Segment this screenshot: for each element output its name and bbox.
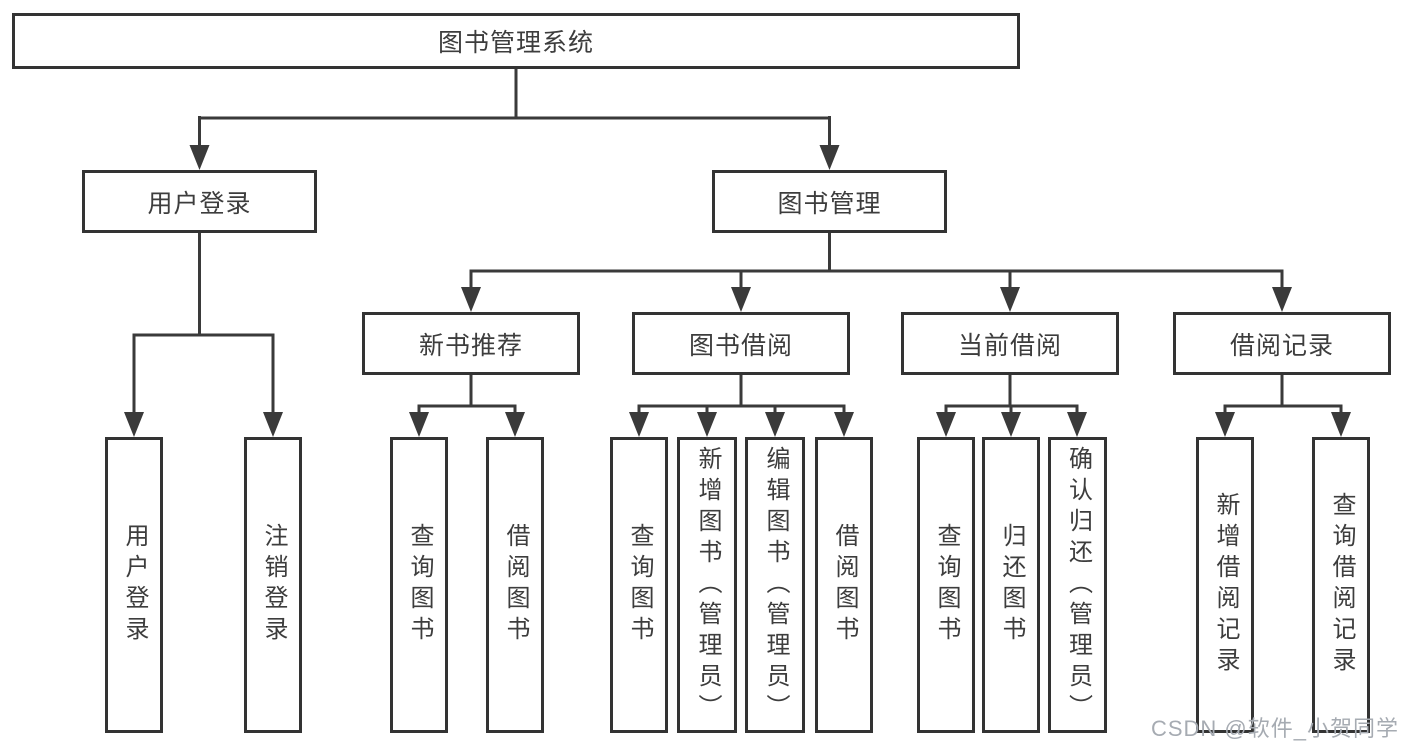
node-book-management: 图书管理 (712, 170, 947, 233)
node-borrow-record: 借阅记录 (1173, 312, 1391, 375)
node-book-management-label: 图书管理 (777, 189, 882, 218)
leaf-logout-label: 注销登录 (260, 523, 287, 647)
leaf-borrow-borrow-book-label: 借阅图书 (831, 523, 858, 647)
leaf-current-return-book-label: 归还图书 (998, 523, 1025, 647)
leaf-borrow-query-book: 查询图书 (610, 437, 668, 733)
leaf-recommend-query-book: 查询图书 (390, 437, 448, 733)
leaf-record-query-record: 查询借阅记录 (1312, 437, 1370, 733)
node-user-login-label: 用户登录 (147, 189, 252, 218)
node-book-borrow-label: 图书借阅 (688, 331, 793, 360)
leaf-recommend-query-book-label: 查询图书 (406, 523, 433, 647)
node-current-borrow-label: 当前借阅 (957, 331, 1062, 360)
node-current-borrow: 当前借阅 (901, 312, 1119, 375)
node-book-borrow: 图书借阅 (632, 312, 850, 375)
leaf-borrow-borrow-book: 借阅图书 (815, 437, 873, 733)
leaf-current-confirm-return-admin: 确认归还（管理员） (1048, 437, 1107, 733)
leaf-user-login: 用户登录 (105, 437, 163, 733)
node-new-book-recommend: 新书推荐 (362, 312, 580, 375)
node-root-label: 图书管理系统 (437, 29, 594, 57)
leaf-borrow-edit-book-admin-label: 编辑图书（管理员） (762, 445, 789, 725)
leaf-current-query-book: 查询图书 (917, 437, 975, 733)
leaf-borrow-edit-book-admin: 编辑图书（管理员） (745, 437, 805, 733)
leaf-current-query-book-label: 查询图书 (933, 523, 960, 647)
leaf-borrow-add-book-admin-label: 新增图书（管理员） (694, 445, 721, 725)
leaf-logout: 注销登录 (244, 437, 302, 733)
leaf-user-login-label: 用户登录 (121, 523, 148, 647)
leaf-borrow-add-book-admin: 新增图书（管理员） (677, 437, 737, 733)
leaf-record-add-record: 新增借阅记录 (1196, 437, 1254, 733)
node-borrow-record-label: 借阅记录 (1229, 331, 1334, 360)
leaf-current-confirm-return-admin-label: 确认归还（管理员） (1064, 445, 1092, 725)
node-root-system: 图书管理系统 (12, 13, 1020, 69)
leaf-current-return-book: 归还图书 (982, 437, 1040, 733)
leaf-recommend-borrow-book: 借阅图书 (486, 437, 544, 733)
leaf-record-query-record-label: 查询借阅记录 (1328, 492, 1355, 678)
arrowheads (124, 145, 1351, 437)
node-new-book-recommend-label: 新书推荐 (418, 331, 523, 360)
leaf-borrow-query-book-label: 查询图书 (626, 523, 653, 647)
leaf-recommend-borrow-book-label: 借阅图书 (502, 523, 529, 647)
node-user-login: 用户登录 (82, 170, 317, 233)
leaf-record-add-record-label: 新增借阅记录 (1212, 492, 1239, 678)
